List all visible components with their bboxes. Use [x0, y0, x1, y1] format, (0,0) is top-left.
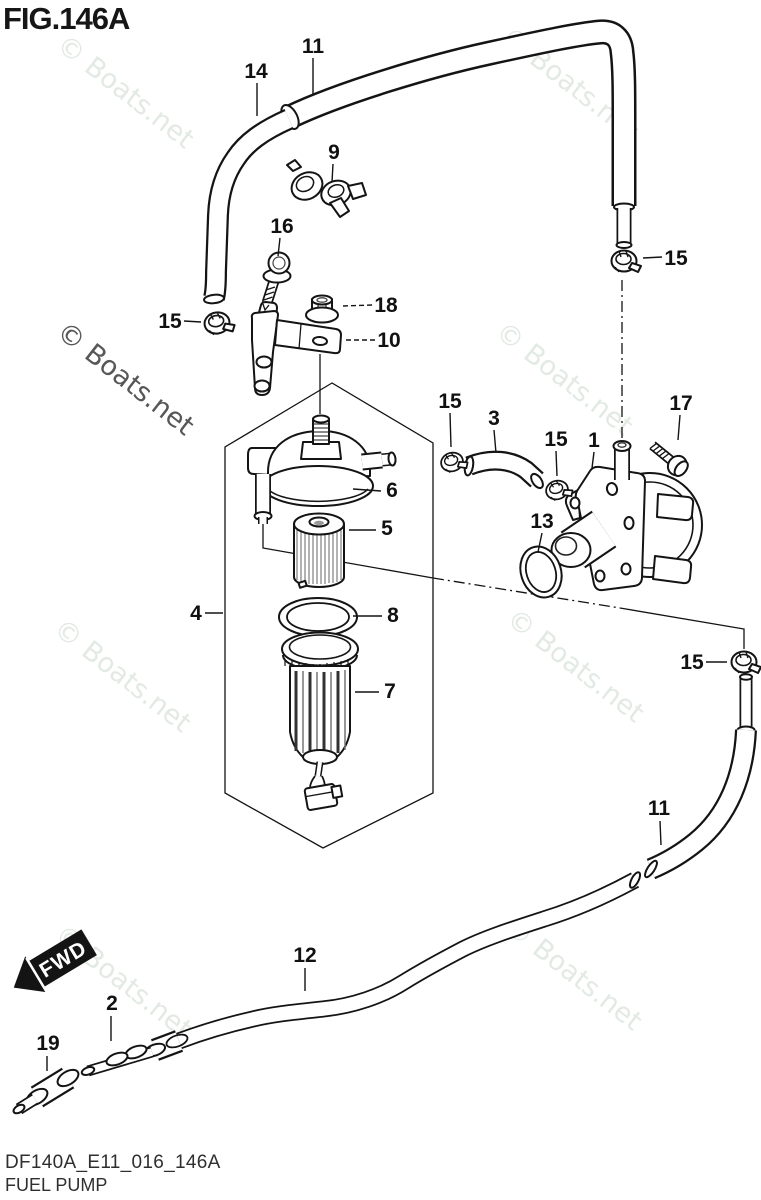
callout-label: 15 [664, 247, 688, 270]
watermark: © Boats.net [51, 29, 200, 155]
watermark: © Boats.net [490, 316, 639, 442]
callouts-layer: 11 14 9 16 15 15 18 10 [36, 35, 727, 1071]
callout-10: 10 [343, 329, 401, 352]
filter-cap-6 [247, 414, 397, 524]
fuel-pump-1 [550, 440, 703, 592]
nut-18 [305, 294, 339, 324]
callout-9: 9 [328, 141, 340, 183]
callout-label: 16 [270, 215, 293, 238]
callout-14: 14 [244, 60, 268, 116]
callout-1: 1 [588, 429, 600, 469]
callout-label: 17 [669, 392, 692, 415]
callout-label: 19 [36, 1032, 59, 1055]
callout-label: 3 [488, 407, 500, 430]
connector-2 [80, 1044, 154, 1077]
callout-label: 15 [438, 390, 462, 413]
callout-label: 10 [377, 329, 400, 352]
callout-11-lower: 11 [648, 797, 671, 846]
fuel-hose-upper [280, 19, 637, 206]
callout-label: 7 [384, 680, 396, 703]
callout-7: 7 [355, 680, 396, 703]
callout-4: 4 [190, 602, 223, 625]
fuel-hose-14 [203, 108, 294, 305]
watermark: © Boats.net [48, 613, 197, 739]
callout-label: 6 [386, 479, 398, 502]
figure-title: FIG.146A [3, 1, 130, 36]
callout-label: 11 [648, 797, 671, 820]
filter-element-5 [293, 512, 345, 589]
callout-19: 19 [36, 1032, 60, 1071]
callout-label: 5 [381, 517, 393, 540]
callout-16: 16 [270, 215, 294, 257]
callout-label: 14 [244, 60, 268, 83]
strainer-19 [12, 1067, 80, 1115]
callout-label: 13 [530, 510, 553, 533]
drawing-code: DF140A_E11_016_146A [5, 1152, 221, 1173]
callout-15-filter: 15 [438, 390, 462, 448]
callout-13: 13 [530, 510, 554, 553]
clamp-15-left [201, 308, 237, 338]
callout-label: 8 [387, 604, 399, 627]
clamp-15-right [730, 650, 761, 674]
callout-15-left: 15 [158, 310, 202, 333]
bolt-16 [261, 251, 292, 305]
callout-6: 6 [352, 479, 398, 502]
fuel-hose-11-lower [644, 673, 757, 880]
figure-caption: FUEL PUMP [5, 1175, 107, 1195]
bracket-10 [250, 301, 342, 396]
hose-3 [463, 450, 544, 490]
fuel-hose-12 [143, 871, 642, 1061]
callout-2: 2 [106, 992, 118, 1041]
callout-label: 2 [106, 992, 118, 1015]
callout-3: 3 [488, 407, 500, 454]
callout-label: 4 [190, 602, 202, 625]
callout-17: 17 [669, 392, 693, 441]
routing-lines [262, 280, 745, 649]
bolt-17 [649, 441, 689, 478]
callout-label: 1 [588, 429, 600, 452]
callout-15-right: 15 [680, 651, 727, 674]
callout-15-pump: 15 [544, 428, 568, 477]
callout-label: 9 [328, 141, 340, 164]
filter-assembly-outline [224, 382, 434, 849]
callout-label: 15 [158, 310, 182, 333]
callout-5: 5 [349, 517, 393, 540]
fuel-pipe-top-right [613, 202, 635, 249]
callout-label: 15 [680, 651, 704, 674]
o-ring-13 [519, 545, 563, 599]
callout-12: 12 [293, 944, 317, 991]
callout-8: 8 [353, 604, 399, 627]
callout-label: 11 [302, 35, 325, 58]
callout-18: 18 [342, 294, 398, 317]
watermark-layer: © Boats.net © Boats.net © Boats.net © Bo… [48, 21, 650, 1045]
callout-label: 12 [293, 944, 316, 967]
callout-15-top-right: 15 [642, 247, 688, 270]
holder-clamp-9 [286, 159, 367, 218]
callout-11-top: 11 [302, 35, 325, 94]
filter-cup-7 [281, 631, 359, 811]
callout-label: 18 [374, 294, 398, 317]
o-ring-8 [278, 597, 358, 637]
watermark: © Boats.net [501, 603, 650, 729]
callout-label: 15 [544, 428, 568, 451]
watermark: © Boats.net [51, 316, 200, 442]
clamp-15-top-right [610, 249, 642, 273]
